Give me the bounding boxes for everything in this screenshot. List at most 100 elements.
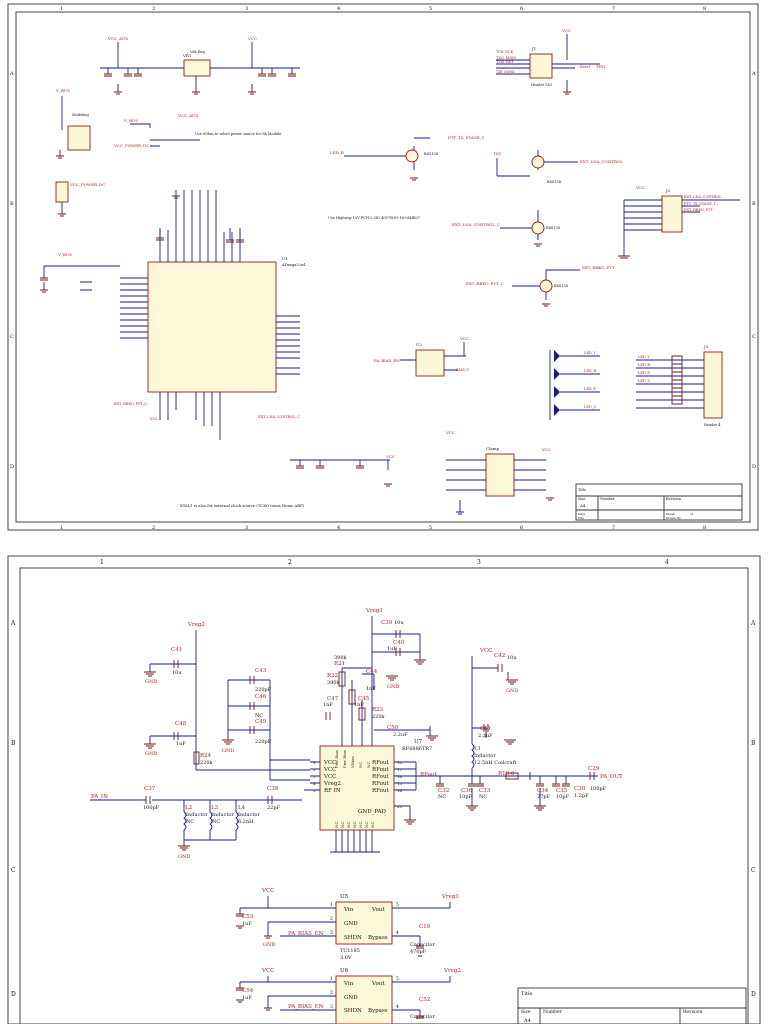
svg-text:U1: U1 [282, 256, 288, 261]
svg-text:VCC: VCC [149, 417, 158, 421]
svg-text:VCC: VCC [445, 430, 455, 435]
svg-text:1: 1 [60, 6, 63, 12]
svg-text:C40: C40 [393, 640, 405, 646]
rf-output-chain: VCC C42 10u GND C51 2.2uF L1 Inductor 12… [416, 648, 623, 811]
svg-text:Capacitor: Capacitor [410, 1014, 435, 1020]
q2-transistor: 1V8 EXT_LNA_CONTROL BSS138 [493, 150, 623, 184]
svg-text:8: 8 [703, 6, 706, 12]
svg-text:L4: L4 [238, 805, 246, 811]
svg-text:2.2uF: 2.2uF [478, 733, 493, 739]
svg-text:C: C [11, 867, 16, 874]
svg-text:RFout: RFout [420, 772, 438, 778]
left-net-labels: EXT_RBKO_PTT_C EXT_LNA_CONTROL_C VCC [114, 402, 300, 421]
svg-text:BIAS_V: BIAS_V [456, 368, 470, 372]
svg-text:Inductor: Inductor [238, 812, 260, 818]
svg-text:Vreg1: Vreg1 [441, 894, 459, 900]
svg-text:Pwr Bias: Pwr Bias [334, 750, 339, 768]
svg-text:TEST: TEST [596, 65, 606, 69]
svg-text:L3: L3 [211, 805, 219, 811]
sheet1-title-block: Title Size Number Revision A4 Date File … [575, 483, 743, 521]
svg-text:C54: C54 [242, 988, 254, 994]
svg-text:NC: NC [340, 821, 345, 828]
svg-text:1V8: 1V8 [493, 151, 501, 156]
svg-text:NC: NC [255, 713, 263, 719]
svg-text:100pF: 100pF [143, 805, 160, 811]
svg-text:PA_BIAS_EN: PA_BIAS_EN [288, 931, 324, 937]
svg-text:Title: Title [578, 488, 586, 492]
svg-text:1: 1 [100, 559, 104, 566]
svg-text:Bypass: Bypass [368, 935, 388, 941]
svg-text:Vin: Vin [343, 981, 354, 987]
svg-text:C50: C50 [387, 725, 399, 731]
svg-text:5: 5 [396, 902, 399, 908]
svg-text:NC: NC [366, 761, 371, 768]
svg-text:TDI_MOSI: TDI_MOSI [496, 70, 515, 74]
svg-text:NC: NC [479, 794, 487, 800]
svg-text:RF IN: RF IN [324, 788, 341, 794]
svg-text:10u: 10u [507, 655, 517, 661]
svg-text:TCK_SCK: TCK_SCK [496, 50, 513, 54]
svg-text:2.2uF: 2.2uF [393, 732, 408, 738]
svg-text:Size: Size [578, 497, 585, 501]
svg-text:390k: 390k [334, 655, 348, 661]
mcu-bypass-caps: V_BUS [40, 228, 244, 293]
svg-text:LED_U: LED_U [584, 405, 596, 409]
svg-text:NC: NC [438, 794, 446, 800]
svg-text:2: 2 [330, 990, 333, 996]
svg-text:TMS_RST: TMS_RST [496, 60, 514, 64]
svg-text:Vreg2: Vreg2 [323, 781, 341, 787]
svg-text:VCC: VCC [635, 185, 645, 190]
svg-text:U5: U5 [340, 894, 349, 900]
svg-text:RFout: RFout [372, 781, 390, 787]
svg-text:1uF: 1uF [176, 741, 186, 747]
svg-text:TC1185: TC1185 [340, 948, 360, 954]
svg-text:Vout: Vout [371, 981, 385, 987]
svg-text:VCC_POWER_DC: VCC_POWER_DC [69, 182, 105, 187]
svg-text:NC: NC [352, 821, 357, 828]
mosfet-note: Use Highway 10V PCH-2.5ID 40V7R-09 16-0S… [328, 216, 420, 220]
svg-text:NC: NC [370, 821, 375, 828]
vcc-bypass-caps: C43 220pF C46 NC C49 220pF GND [222, 668, 310, 781]
svg-text:3: 3 [477, 559, 481, 566]
svg-text:VCC: VCC [459, 336, 469, 341]
svg-text:C44: C44 [366, 669, 378, 675]
svg-text:C47: C47 [327, 696, 339, 702]
svg-text:Vreg1: Vreg1 [365, 608, 383, 614]
svg-text:C: C [752, 334, 756, 340]
svg-text:B: B [752, 201, 756, 207]
svg-text:220pF: 220pF [255, 687, 272, 693]
u1-mcu: U1 ATmega32u4 [120, 190, 306, 440]
svg-text:C34: C34 [537, 788, 549, 794]
svg-text:3: 3 [313, 774, 316, 779]
vreg2-rail: Vreg2 C41 10u GND C48 1uF GND R24 220k [144, 622, 310, 771]
svg-text:V_BUS: V_BUS [55, 88, 70, 93]
svg-text:C51: C51 [480, 726, 491, 732]
svg-text:C29: C29 [588, 766, 600, 772]
svg-text:C45: C45 [358, 696, 370, 702]
svg-text:GND: GND [344, 995, 358, 1001]
svg-text:GND: GND [506, 688, 518, 694]
svg-text:V_BUS: V_BUS [57, 252, 72, 257]
svg-text:Inductor: Inductor [474, 753, 496, 759]
svg-text:GND: GND [178, 854, 190, 860]
svg-text:5: 5 [429, 6, 432, 12]
svg-text:LED_R: LED_R [638, 363, 650, 367]
j2-connector: J2 VCC EXT_LNA_CONTROL PTT_TX_STAGE_1 EX… [618, 185, 740, 259]
svg-text:R21: R21 [334, 661, 345, 667]
svg-text:GND: GND [263, 942, 275, 948]
svg-text:B: B [11, 740, 16, 747]
svg-text:J1: J1 [531, 46, 536, 51]
vr1-regulator: VR1 Volt.Reg VCC_AUX VCC [100, 36, 300, 95]
sheet-2: 1 2 3 4 A B C D A B C D Vreg2 C41 10u GN… [7, 555, 761, 1024]
u5-ldo: U5 TC1185 3.0V Vin GND SHDN Vout Bypass … [236, 888, 459, 961]
svg-text:Sheet: Sheet [666, 512, 676, 516]
svg-text:1nF: 1nF [354, 702, 364, 708]
svg-text:EXT_LNA_CONTROL_C: EXT_LNA_CONTROL_C [452, 222, 500, 227]
svg-text:C37: C37 [144, 786, 156, 792]
power-select-resistors: V_BUS VCC_AUX Use 0Ohm to select power s… [123, 113, 281, 147]
svg-text:GND: GND [387, 684, 399, 690]
u7-power-amplifier: U7 RF6886TR7 VCC VCC VCC Vreg2 RF IN RFo… [304, 739, 432, 853]
svg-text:2: 2 [313, 767, 316, 772]
svg-text:Date: Date [578, 512, 585, 516]
